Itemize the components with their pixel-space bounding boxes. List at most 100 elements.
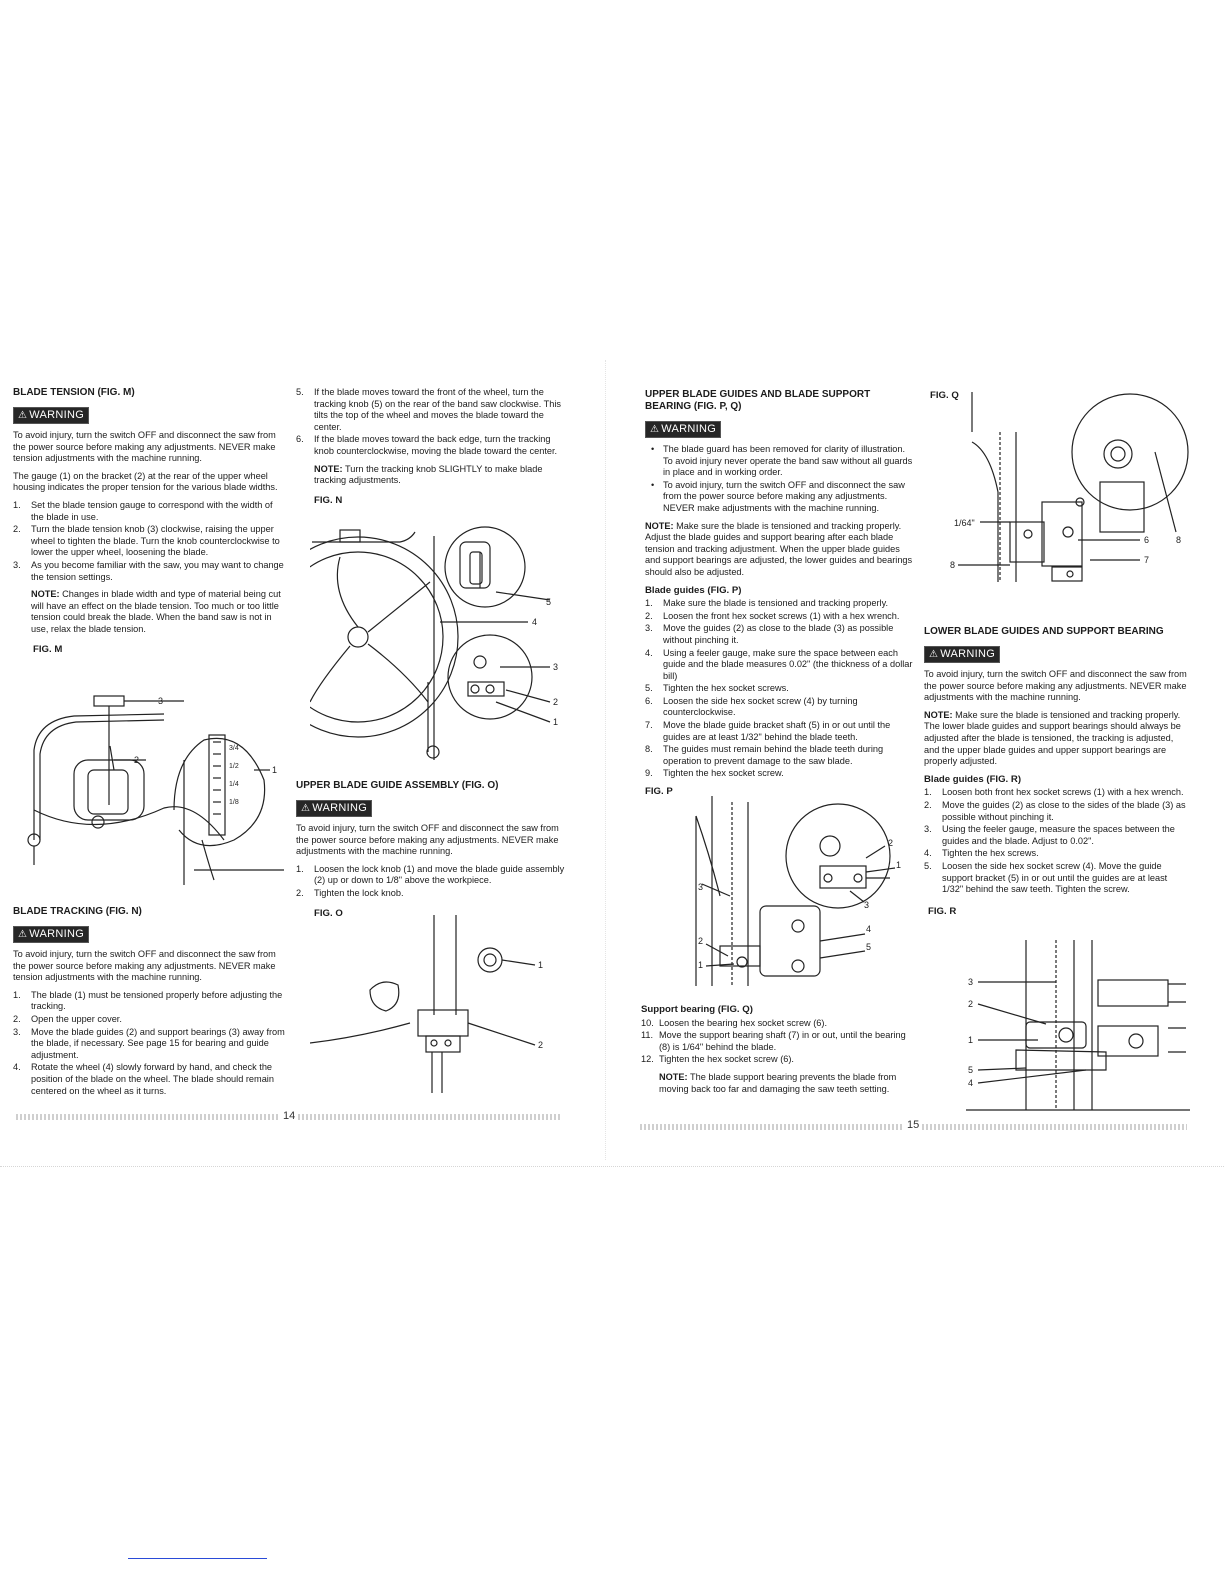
- fig-p-callout: 3: [864, 900, 869, 910]
- fig-n-illustration: 5 4 3 2 1: [310, 526, 558, 760]
- fig-n-callout-5: 5: [546, 597, 551, 607]
- page-number-15: 15: [907, 1119, 920, 1131]
- lower-guides-note-continued: The lower blade guides and support beari…: [924, 721, 1181, 767]
- warning-triangle-icon: ⚠: [650, 424, 660, 435]
- list-item: 2.Tighten the lock knob.: [296, 887, 404, 898]
- blade-tension-intro: The gauge (1) on the bracket (2) at the …: [13, 470, 278, 493]
- gauge-mark: 1/4: [229, 781, 239, 788]
- warning-badge: ⚠WARNING: [296, 800, 373, 817]
- blade-guides-r-subheading: Blade guides (FIG. R): [924, 773, 1022, 785]
- lower-guides-warning-text: To avoid injury, turn the switch OFF and…: [924, 669, 1187, 703]
- p14-right-column: 5.If the blade moves toward the front of…: [296, 387, 566, 510]
- blue-underline: [128, 1558, 267, 1559]
- fig-q-illustration: 1/64" 8 6 7 8: [950, 392, 1189, 582]
- list-item: 1.Loosen the lock knob (1) and move the …: [296, 863, 565, 886]
- fig-q-callout: 8: [1176, 535, 1181, 545]
- blade-tension-note: NOTE: Changes in blade width and type of…: [31, 589, 281, 634]
- list-item: 2.Turn the blade tension knob (3) clockw…: [13, 524, 280, 558]
- fig-n-label: FIG. N: [314, 494, 343, 506]
- footer-dot-band: [922, 1124, 1187, 1130]
- lower-guides-note: NOTE: Make sure the blade is tensioned a…: [924, 709, 1181, 720]
- p15-left-column: UPPER BLADE GUIDES AND BLADE SUPPORT BEA…: [645, 389, 913, 802]
- upper-guide-assembly-heading: UPPER BLADE GUIDE ASSEMBLY (FIG. O): [296, 780, 499, 791]
- list-item: 1.Loosen both front hex socket screws (1…: [924, 787, 1184, 798]
- fig-p-label: FIG. P: [645, 786, 673, 798]
- blade-tracking-steps: 1.The blade (1) must be tensioned proper…: [13, 990, 285, 1097]
- warning-badge: ⚠WARNING: [13, 407, 90, 424]
- blade-tracking-heading: BLADE TRACKING (FIG. N): [13, 906, 142, 917]
- fig-n-callout-4: 4: [532, 617, 537, 627]
- blade-tension-heading: BLADE TENSION (FIG. M): [13, 387, 135, 398]
- list-item: 2.Loosen the front hex socket screws (1)…: [645, 610, 900, 621]
- upper-guides-warning-bullets: •The blade guard has been removed for cl…: [645, 444, 913, 515]
- fig-p-callout: 5: [866, 942, 871, 952]
- blade-guides-p-subheading: Blade guides (FIG. P): [645, 584, 742, 596]
- fig-m-callout-3: 3: [158, 696, 163, 706]
- list-item: 10.Loosen the bearing hex socket screw (…: [641, 1017, 828, 1028]
- footer-dot-band: [16, 1114, 278, 1120]
- list-item: 6.If the blade moves toward the back edg…: [296, 434, 558, 456]
- list-item: 3.As you become familiar with the saw, y…: [13, 559, 284, 582]
- fig-o-callout-1: 1: [538, 960, 543, 970]
- p14-left-column: BLADE TENSION (FIG. M) ⚠WARNING To avoid…: [13, 387, 285, 659]
- warning-triangle-icon: ⚠: [929, 649, 939, 660]
- list-item: 1.The blade (1) must be tensioned proper…: [13, 989, 283, 1012]
- fig-p-callout: 1: [896, 860, 901, 870]
- fig-r-callout: 2: [968, 999, 973, 1009]
- p15-right-column: LOWER BLADE GUIDES AND SUPPORT BEARING ⚠…: [924, 626, 1190, 921]
- upper-guides-note: NOTE: Make sure the blade is tensioned a…: [645, 520, 913, 577]
- list-item: 6.Loosen the side hex socket screw (4) b…: [645, 695, 858, 718]
- fig-r-callout: 4: [968, 1078, 973, 1088]
- list-item: 7.Move the blade guide bracket shaft (5)…: [645, 720, 891, 742]
- list-item: 2.Move the guides (2) as close to the si…: [924, 799, 1186, 822]
- fig-m-label: FIG. M: [33, 643, 63, 655]
- warning-label: WARNING: [312, 802, 368, 814]
- gauge-mark: 3/4: [229, 745, 239, 752]
- list-item: 2.Open the upper cover.: [13, 1013, 122, 1024]
- warning-badge: ⚠WARNING: [924, 646, 1001, 663]
- fig-p-callout: 3: [698, 882, 703, 892]
- warning-label: WARNING: [940, 648, 996, 660]
- fig-r-callout: 1: [968, 1035, 973, 1045]
- list-item: 3.Using the feeler gauge, measure the sp…: [924, 824, 1175, 846]
- fig-o-illustration: 1 2: [310, 915, 543, 1093]
- page-number-14: 14: [283, 1110, 296, 1122]
- fig-o-callout-2: 2: [538, 1040, 543, 1050]
- fig-p-callout: 2: [698, 936, 703, 946]
- list-item: 12.Tighten the hex socket screw (6).: [641, 1054, 794, 1065]
- warning-label: WARNING: [29, 409, 85, 421]
- fig-r-callout: 3: [968, 977, 973, 987]
- list-item: 5.If the blade moves toward the front of…: [296, 387, 561, 432]
- list-item: •To avoid injury, turn the switch OFF an…: [651, 479, 905, 513]
- p14-right-column-lower: UPPER BLADE GUIDE ASSEMBLY (FIG. O) ⚠WAR…: [296, 780, 566, 923]
- warning-badge: ⚠WARNING: [13, 926, 90, 943]
- upper-guide-assembly-steps: 1.Loosen the lock knob (1) and move the …: [296, 864, 566, 900]
- fig-n-callout-1: 1: [553, 717, 558, 727]
- support-bearing-steps: 10.Loosen the bearing hex socket screw (…: [641, 1018, 913, 1066]
- list-item: 1.Make sure the blade is tensioned and t…: [645, 598, 889, 609]
- fig-q-callout: 8: [950, 560, 955, 570]
- warning-triangle-icon: ⚠: [18, 929, 28, 940]
- fig-p-callout: 2: [888, 838, 893, 848]
- support-bearing-subheading: Support bearing (FIG. Q): [641, 1004, 753, 1015]
- warning-badge: ⚠WARNING: [645, 421, 722, 438]
- warning-label: WARNING: [29, 928, 85, 940]
- fig-q-callout: 7: [1144, 555, 1149, 565]
- p15-left-column-lower: Support bearing (FIG. Q) 10.Loosen the b…: [641, 998, 913, 1101]
- fig-q-callout: 1/64": [954, 518, 975, 528]
- warning-triangle-icon: ⚠: [301, 803, 311, 814]
- blade-tracking-warning-text: To avoid injury, turn the switch OFF and…: [13, 949, 276, 983]
- list-item: 3.Move the guides (2) as close to the bl…: [645, 623, 894, 645]
- footer-dot-band: [298, 1114, 560, 1120]
- blade-tension-steps: 1.Set the blade tension gauge to corresp…: [13, 500, 285, 583]
- list-item: 4.Tighten the hex screws.: [924, 848, 1039, 859]
- footer-dot-band: [640, 1124, 902, 1130]
- list-item: 8.The guides must remain behind the blad…: [645, 744, 884, 766]
- support-bearing-note: NOTE: The blade support bearing prevents…: [659, 1071, 897, 1094]
- upper-guide-assembly-warning-text: To avoid injury, turn the switch OFF and…: [296, 823, 559, 857]
- fig-r-callout: 5: [968, 1065, 973, 1075]
- fig-p-callout: 4: [866, 924, 871, 934]
- list-item: •The blade guard has been removed for cl…: [651, 444, 913, 478]
- list-item: 4.Using a feeler gauge, make sure the sp…: [645, 647, 913, 681]
- fig-p-callout: 1: [698, 960, 703, 970]
